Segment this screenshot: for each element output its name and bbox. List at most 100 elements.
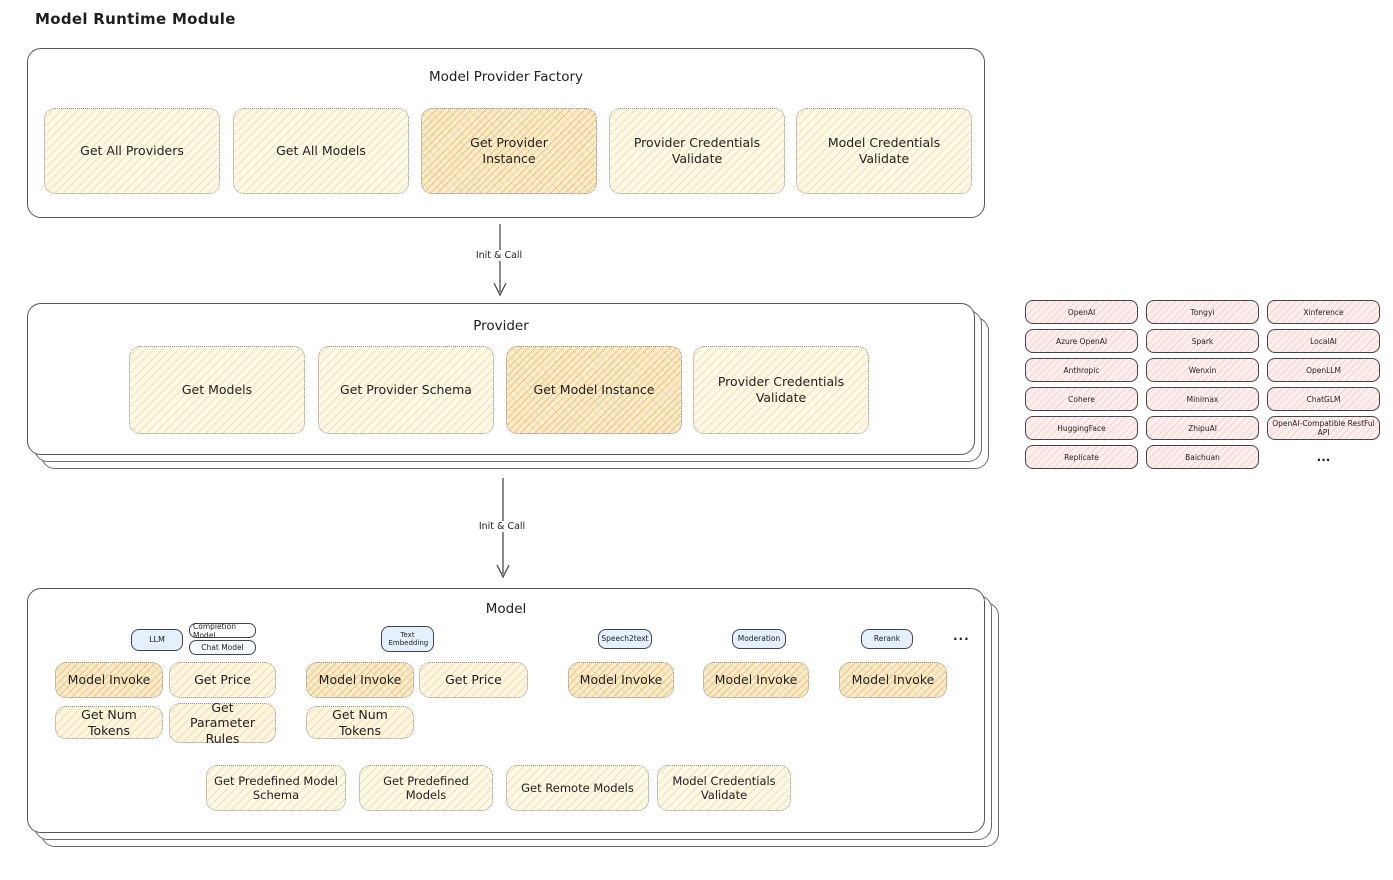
provider-chips-more: ... [1316,450,1331,464]
op-get-predefined-models: Get Predefined Models [359,765,493,811]
arrow-factory-to-provider [493,224,507,297]
chip-label: OpenAI [1067,307,1096,317]
factory-op-get-all-providers: Get All Providers [44,108,220,194]
op-model-invoke-moderation: Model Invoke [703,662,809,698]
provider-chip-anthropic: Anthropic [1025,358,1138,382]
op-label: Get Num Tokens [332,706,388,738]
tab-llm: LLM [131,629,183,651]
subtab-completion-model: Completion Model [189,621,256,640]
chip-label: Minimax [1186,394,1219,404]
provider-chip-zhipuai: ZhipuAI [1146,416,1259,440]
chip-label: Wenxin [1188,365,1217,375]
op-model-invoke-rerank: Model Invoke [839,662,947,698]
op-get-remote-models: Get Remote Models [506,765,649,811]
op-get-parameter-rules-llm: Get Parameter Rules [169,700,276,746]
op-label: Get Price [194,672,251,688]
op-label: Get Provider Schema [340,382,472,398]
provider-chip-replicate: Replicate [1025,445,1138,469]
op-label: Model Invoke [67,672,151,688]
provider-op-get-provider-schema: Get Provider Schema [318,346,494,434]
tab-label: Text Embedding [388,630,429,647]
op-label: Provider Credentials Validate [717,374,845,405]
op-get-price-llm: Get Price [169,662,276,698]
tab-moderation: Moderation [732,629,786,649]
chip-label: OpenLLM [1306,365,1341,375]
tab-text-embedding: Text Embedding [381,626,434,652]
provider-container: Provider Get Models Get Provider Schema … [27,303,975,455]
model-container: Model LLM Completion Model Chat Model Te… [27,588,985,833]
chip-label: ZhipuAI [1188,423,1217,433]
op-label: Get Predefined Models [383,773,469,802]
arrow-label-init-call-1: Init & Call [471,250,527,261]
op-model-credentials-validate: Model Credentials Validate [657,765,791,811]
op-label: Get Provider Instance [470,135,548,166]
op-label: Model Invoke [318,672,402,688]
chip-label: Baichuan [1185,452,1220,462]
provider-chip-cohere: Cohere [1025,387,1138,411]
provider-chip-tongyi: Tongyi [1146,300,1259,324]
chip-label: Cohere [1068,394,1095,404]
provider-chip-azure-openai: Azure OpenAI [1025,329,1138,353]
chip-label: OpenAI-Compatible RestFul API [1272,419,1375,437]
op-label: Get All Models [276,143,366,159]
op-label: Model Invoke [851,672,935,688]
provider-chip-openllm: OpenLLM [1267,358,1380,382]
factory-container: Model Provider Factory Get All Providers… [27,48,985,218]
op-get-num-tokens-llm: Get Num Tokens [55,706,163,739]
op-label: Get All Providers [80,143,184,159]
provider-chip-minimax: Minimax [1146,387,1259,411]
arrow-label-init-call-2: Init & Call [474,521,530,532]
op-label: Get Num Tokens [81,706,137,738]
provider-op-get-model-instance: Get Model Instance [506,346,682,434]
chip-label: Anthropic [1063,365,1100,375]
tab-label: Rerank [873,633,901,643]
chip-label: Xinference [1303,307,1344,317]
chip-label: ChatGLM [1306,394,1341,404]
factory-op-get-all-models: Get All Models [233,108,409,194]
provider-chip-xinference: Xinference [1267,300,1380,324]
op-get-price-text-embedding: Get Price [419,662,528,698]
chip-label: Spark [1191,336,1214,346]
tabs-more: ... [953,629,970,643]
tab-speech2text: Speech2text [598,629,652,649]
provider-chip-openai-compatible: OpenAI-Compatible RestFul API [1267,416,1380,440]
provider-op-get-models: Get Models [129,346,305,434]
op-model-invoke-text-embedding: Model Invoke [306,662,414,698]
op-label: Get Remote Models [521,780,634,795]
tab-rerank: Rerank [861,629,913,649]
chip-label: HuggingFace [1057,423,1106,433]
provider-chip-localai: LocalAI [1267,329,1380,353]
factory-title: Model Provider Factory [428,69,583,85]
provider-op-provider-credentials-validate: Provider Credentials Validate [693,346,869,434]
model-title: Model [485,601,527,617]
tab-label: Completion Model [193,621,236,640]
provider-chip-openai: OpenAI [1025,300,1138,324]
provider-chip-huggingface: HuggingFace [1025,416,1138,440]
factory-op-model-credentials-validate: Model Credentials Validate [796,108,972,194]
tab-label: Chat Model [201,643,244,652]
op-label: Model Credentials Validate [672,773,776,802]
op-label: Get Predefined Model Schema [214,773,338,802]
op-label: Provider Credentials Validate [633,135,761,166]
provider-title: Provider [473,318,529,334]
op-label: Get Model Instance [533,382,655,398]
op-label: Get Models [181,382,253,398]
provider-chip-chatglm: ChatGLM [1267,387,1380,411]
tab-label: LLM [149,635,165,645]
chip-label: Tongyi [1190,307,1215,317]
op-label: Model Invoke [579,672,663,688]
subtab-chat-model: Chat Model [189,640,256,655]
op-label: Get Parameter Rules [189,699,256,746]
chip-label: LocalAI [1310,336,1337,346]
op-label: Get Price [445,672,502,688]
page-title: Model Runtime Module [35,10,236,28]
provider-chip-baichuan: Baichuan [1146,445,1259,469]
op-label: Model Invoke [714,672,798,688]
chip-label: Replicate [1064,452,1099,462]
op-model-invoke-llm: Model Invoke [55,662,163,698]
provider-chip-wenxin: Wenxin [1146,358,1259,382]
op-model-invoke-speech2text: Model Invoke [568,662,674,698]
op-get-num-tokens-text-embedding: Get Num Tokens [306,706,414,739]
chip-label: Azure OpenAI [1055,336,1108,346]
